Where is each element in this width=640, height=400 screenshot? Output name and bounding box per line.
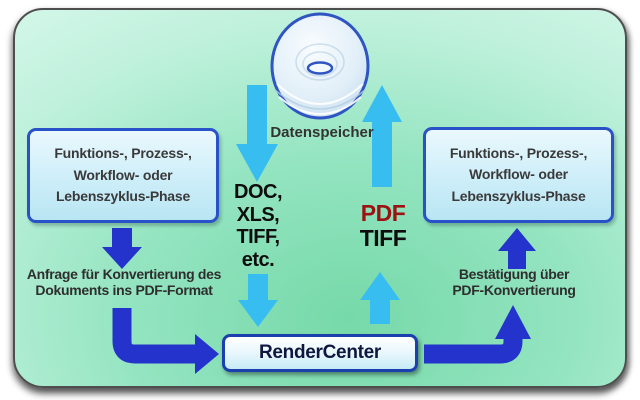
datastore-label: Datenspeicher (270, 124, 374, 141)
left-phase-line: Workflow- oder (73, 166, 173, 183)
render-center-label: RenderCenter (258, 342, 382, 363)
output-formats-label: PDF TIFF (345, 201, 421, 251)
pdf-label: PDF (360, 200, 406, 226)
tiff-label: TIFF (359, 225, 407, 251)
right-phase-line: Funktions-, Prozess-, (449, 144, 588, 161)
right-phase-line: Lebenszyklus-Phase (451, 187, 586, 204)
left-phase-box: Funktions-, Prozess-, Workflow- oder Leb… (27, 128, 219, 223)
left-phase-line: Funktions-, Prozess-, (54, 145, 192, 162)
input-formats-label: DOC, XLS, TIFF, etc. (234, 181, 283, 271)
render-center-box: RenderCenter (222, 334, 418, 372)
left-phase-line: Lebenszyklus-Phase (55, 188, 191, 205)
right-phase-line: Workflow- oder (469, 166, 568, 183)
conversion-confirmation-label: Bestätigung über PDF-Konvertierung (452, 266, 576, 298)
right-phase-box: Funktions-, Prozess-, Workflow- oder Leb… (423, 127, 614, 223)
conversion-request-label: Anfrage für Konvertierung des Dokuments … (26, 266, 222, 298)
